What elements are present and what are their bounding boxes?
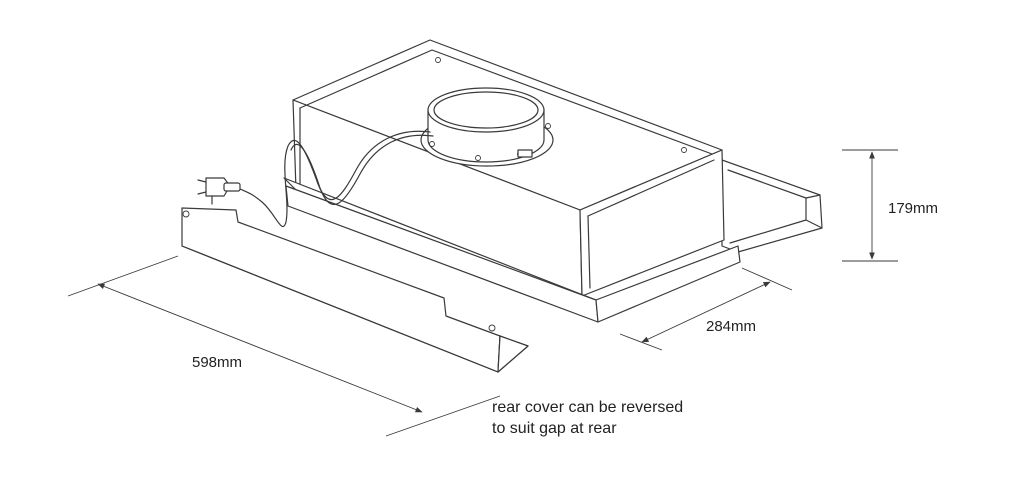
depth-dimension: [619, 267, 793, 351]
slide-out-visor: [721, 159, 823, 253]
power-cord: [197, 130, 434, 228]
exhaust-collar: [420, 87, 554, 167]
note-line-2: to suit gap at rear: [492, 420, 617, 437]
height-label: 179mm: [888, 200, 938, 217]
height-dimension: [842, 149, 898, 262]
depth-label: 284mm: [706, 318, 756, 335]
width-dimension: [67, 255, 501, 437]
width-label: 598mm: [192, 354, 242, 371]
note-line-1: rear cover can be reversed: [492, 399, 683, 416]
